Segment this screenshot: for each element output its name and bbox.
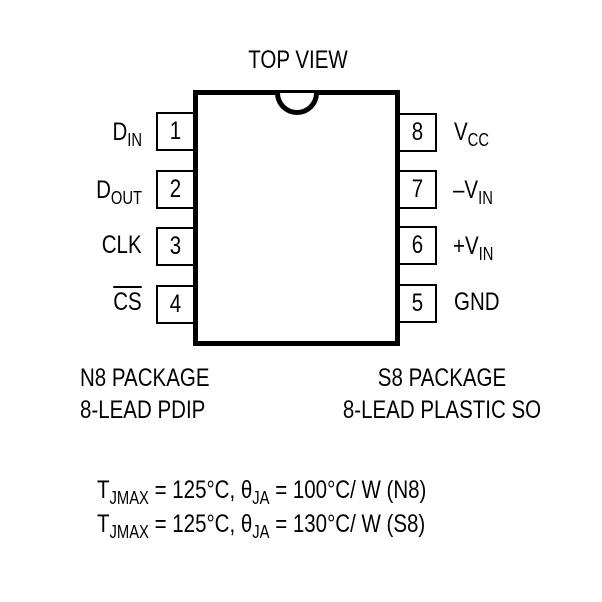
pin-2-label: DOUT xyxy=(96,176,142,208)
thermal-spec-s8: TJMAX = 125°C, θJA = 130°C/ W (S8) xyxy=(97,510,426,542)
pin-5-box: 5 xyxy=(400,284,437,323)
pin-1-box: 1 xyxy=(156,112,193,151)
pin-1-label: DIN xyxy=(112,118,142,150)
pin-8-box: 8 xyxy=(400,113,437,152)
pin-5-label: GND xyxy=(454,288,500,316)
s8-package-line2: 8-LEAD PLASTIC SO xyxy=(342,396,542,424)
pin-number: 5 xyxy=(411,289,424,317)
n8-package-line1: N8 PACKAGE xyxy=(80,364,210,392)
pin-number: 6 xyxy=(411,231,424,259)
thermal-spec-n8: TJMAX = 125°C, θJA = 100°C/ W (N8) xyxy=(97,476,427,508)
pin-6-label: +VIN xyxy=(453,232,494,264)
pin-8-label: VCC xyxy=(454,118,490,150)
pin-number: 3 xyxy=(169,232,182,260)
pin-number: 7 xyxy=(411,175,424,203)
pin-number: 4 xyxy=(169,290,182,318)
pin-number: 1 xyxy=(169,117,182,145)
pin-number: 8 xyxy=(411,118,424,146)
pin-7-label: –VIN xyxy=(453,176,493,208)
pin-3-box: 3 xyxy=(156,227,193,266)
pin-number: 2 xyxy=(169,175,182,203)
ic-package-body xyxy=(193,90,400,346)
pin-4-label: CS xyxy=(113,288,142,316)
pin-3-label: CLK xyxy=(102,231,142,259)
view-title: TOP VIEW xyxy=(248,46,348,74)
pin-6-box: 6 xyxy=(400,226,437,265)
pin-2-box: 2 xyxy=(156,170,193,209)
n8-package-line2: 8-LEAD PDIP xyxy=(80,396,206,424)
s8-package-line1: S8 PACKAGE xyxy=(377,364,507,392)
pin-4-box: 4 xyxy=(156,285,193,324)
pin-7-box: 7 xyxy=(400,170,437,209)
